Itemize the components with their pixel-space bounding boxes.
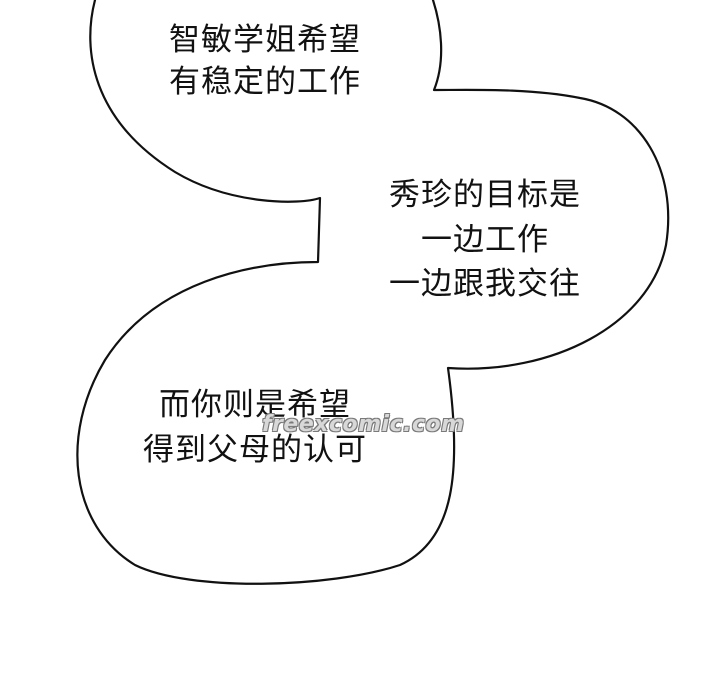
bubble-text-line: 一边跟我交往 (389, 266, 581, 302)
site-watermark: freexcomic.com (262, 412, 465, 437)
bubble-text-line: 秀珍的目标是 (389, 177, 581, 213)
bubble-text-line: 智敏学姐希望 (169, 22, 361, 58)
bubble-text-line: 一边工作 (421, 222, 549, 258)
bubble-text-line: 而你则是希望 (159, 387, 351, 423)
bubble-text-line: 得到父母的认可 (143, 432, 367, 468)
cloud-bubble-path (76, 0, 670, 585)
bubble-text-line: 有稳定的工作 (169, 64, 361, 100)
